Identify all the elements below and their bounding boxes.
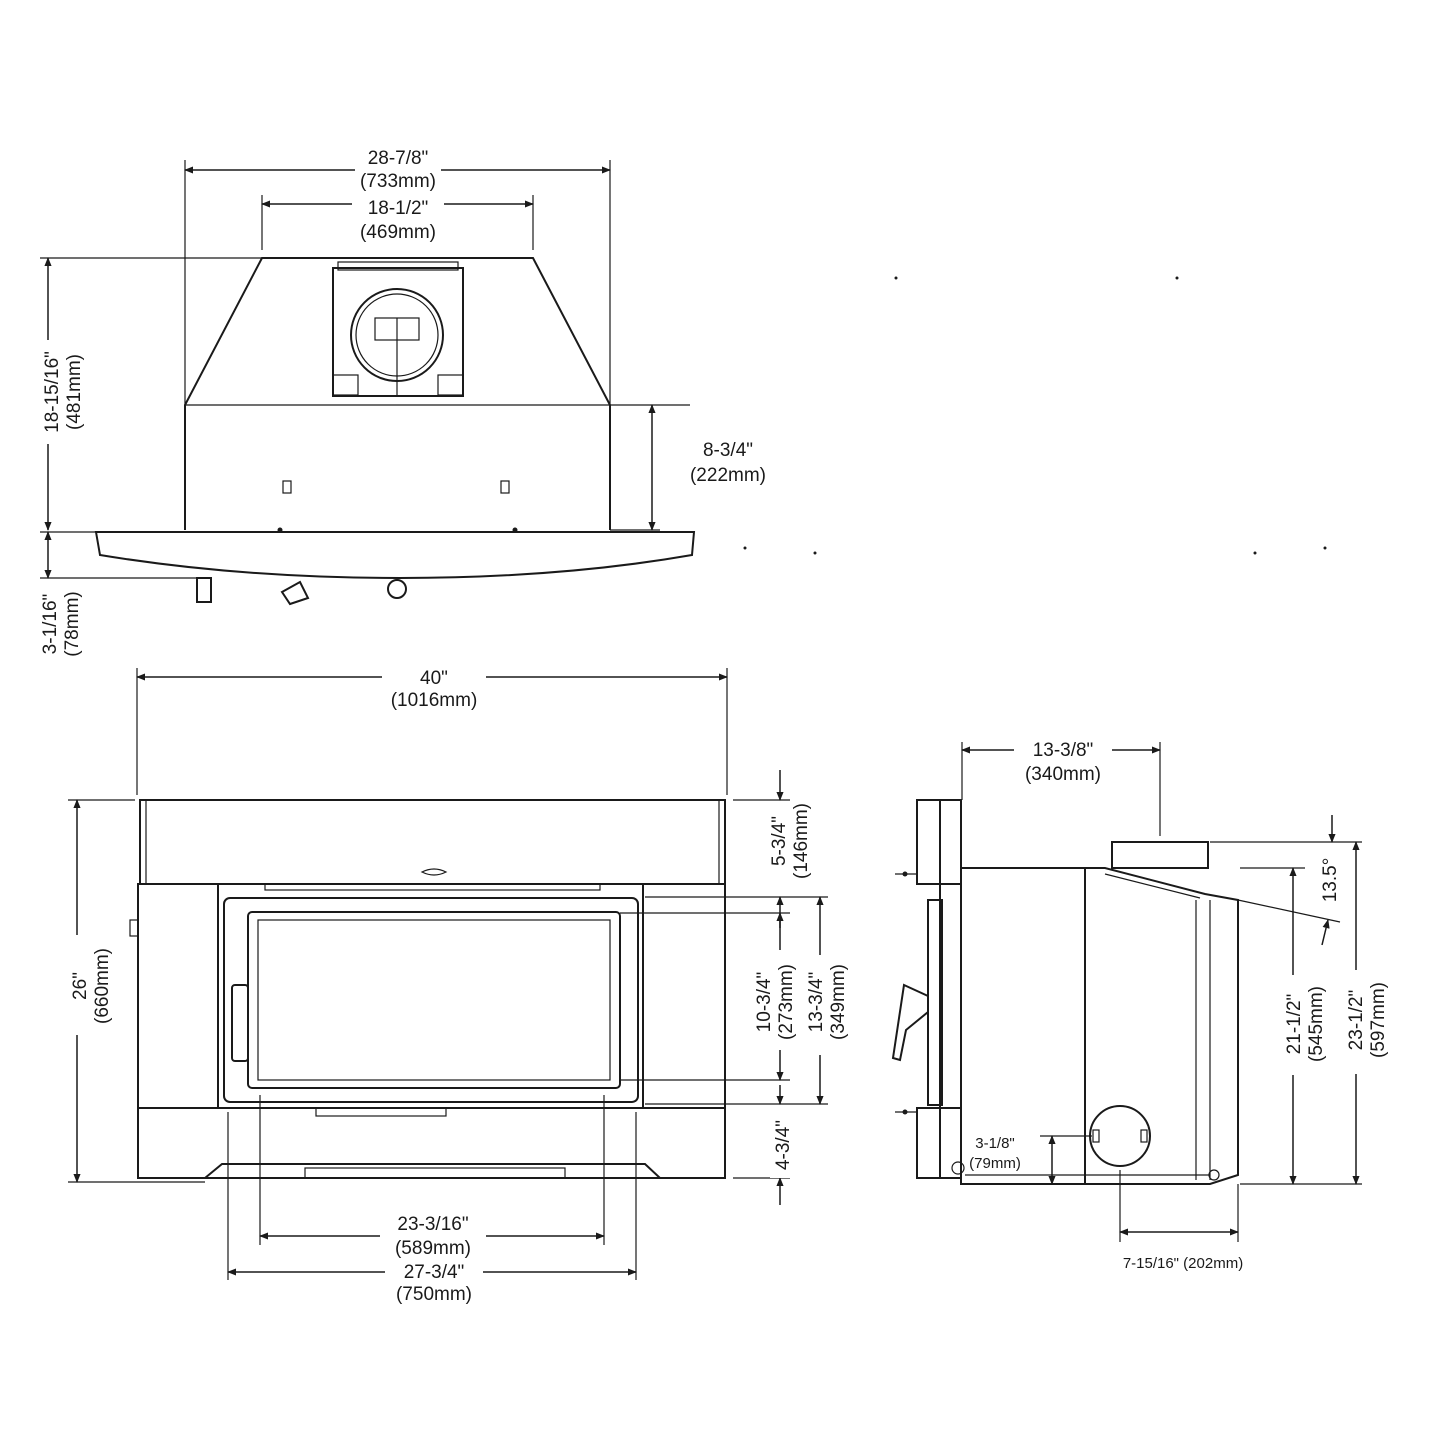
flue-collar-top [337,261,459,271]
dim-top-band-mm: (146mm) [791,803,812,879]
dim-label-bg [380,1210,486,1260]
dim-door-height-mm: (349mm) [828,964,849,1040]
dim-glass-width-mm: (589mm) [395,1238,471,1259]
dim-label-bg [355,146,441,194]
top-view-handle [280,580,310,606]
dim-front-mm: (78mm) [62,591,83,656]
dim-label-bg [1280,975,1328,1075]
dim-body-width-in: 27-3/4" [404,1262,465,1283]
dim-front-height-in: 26" [70,972,91,1000]
front-top-trim [264,883,601,891]
side-rear-foot [1208,1169,1220,1181]
dim-angle-arrow-bottom [1321,919,1330,946]
front-side-tab [129,919,139,937]
dim-label-bg [770,1112,796,1178]
side-foot [951,1161,965,1175]
dim-inlet-height-mm: (79mm) [969,1155,1021,1172]
dim-top-band-in: 5-3/4" [769,816,790,866]
front-ash-lip [202,1163,663,1179]
dim-side-depth-mm: (340mm) [1025,764,1101,785]
flue-bracket-right [437,374,464,396]
side-view: 13-3/8" (340mm) 13.5° 21-1/2" (545mm) 23… [891,738,1393,1272]
dim-label-bg [385,1262,483,1306]
dim-label-bg [382,660,486,712]
dot [1253,551,1257,555]
side-air-tab-left [1092,1129,1100,1143]
front-surround-top [139,799,726,885]
dim-depth-mm: (481mm) [64,354,85,430]
dim-side-overall-height-in: 23-1/2" [1346,990,1367,1051]
dot [743,546,747,550]
dim-side-body-height-mm: (545mm) [1306,986,1327,1062]
dim-inlet-height-in: 3-1/8" [975,1135,1015,1152]
flue-collar-box [332,267,464,397]
front-door [223,897,639,1103]
top-view-body-outline [184,257,611,530]
dim-flue-width-in: 18-1/2" [368,198,429,219]
front-bottom-trim [315,1107,447,1117]
top-view-knob-right [387,579,407,599]
front-view: 40" (1016mm) 26" (660mm) 5-3/4" (146mm) … [64,660,854,1306]
top-view-surround [94,531,696,580]
dim-label-bg [64,935,116,1035]
dim-front-in: 3-1/16" [40,594,61,655]
dim-step-mm: (222mm) [690,465,766,486]
front-door-handle[interactable] [231,984,249,1062]
dot [1323,546,1327,550]
dim-label-bg [808,955,854,1055]
dim-front-width-mm: (1016mm) [391,690,478,711]
front-surround-top-inner [145,799,720,885]
dot [894,276,898,280]
stray-dots [743,276,1327,555]
dim-overall-width-in: 28-7/8" [368,148,429,169]
dim-inlet-offset-label: 7-15/16" (202mm) [1123,1255,1243,1272]
front-ash-slot [304,1167,566,1179]
dim-overall-width-mm: (733mm) [360,171,436,192]
dim-side-overall-height-mm: (597mm) [1368,982,1389,1058]
side-flue-collar [1111,841,1209,869]
top-view-knob-left [196,577,212,603]
front-glass [257,919,611,1081]
dim-front-height-mm: (660mm) [92,948,113,1024]
dim-glass-height-mm: (273mm) [776,964,797,1040]
dim-label-bg [1014,738,1112,786]
dot [1175,276,1179,280]
dim-glass-width-in: 23-3/16" [397,1214,468,1235]
dim-label-bg [36,340,84,444]
dim-step-in: 8-3/4" [703,440,753,461]
dot [813,551,817,555]
front-side-panel-left [137,883,219,1109]
flue-bracket-left [332,374,359,396]
dim-side-depth-in: 13-3/8" [1033,740,1094,761]
dim-side-body-height-in: 21-1/2" [1284,994,1305,1055]
dim-angle: 13.5° [1320,858,1341,903]
top-view-tab-right [500,480,510,494]
top-view: 28-7/8" (733mm) 18-1/2" (469mm) 18-15/16… [36,146,766,657]
dim-depth-in: 18-15/16" [42,351,63,433]
dim-label-bg [1343,970,1393,1074]
dim-glass-height-in: 10-3/4" [754,972,775,1033]
side-door-handle[interactable] [891,983,929,1062]
front-logo [420,868,448,876]
side-air-tab-right [1140,1129,1148,1143]
dim-body-width-mm: (750mm) [396,1284,472,1305]
side-top-slope [1104,873,1201,899]
ext-line-angle [1237,899,1341,923]
top-view-tab-left [282,480,292,494]
dim-label-bg [352,194,444,242]
dim-flue-width-mm: (469mm) [360,222,436,243]
dim-front-width-in: 40" [420,668,448,689]
dim-bottom-band-in: 4-3/4" [773,1120,794,1170]
front-side-panel-right [642,883,726,1109]
front-glass-frame [247,911,621,1089]
dim-door-height-in: 13-3/4" [806,972,827,1033]
